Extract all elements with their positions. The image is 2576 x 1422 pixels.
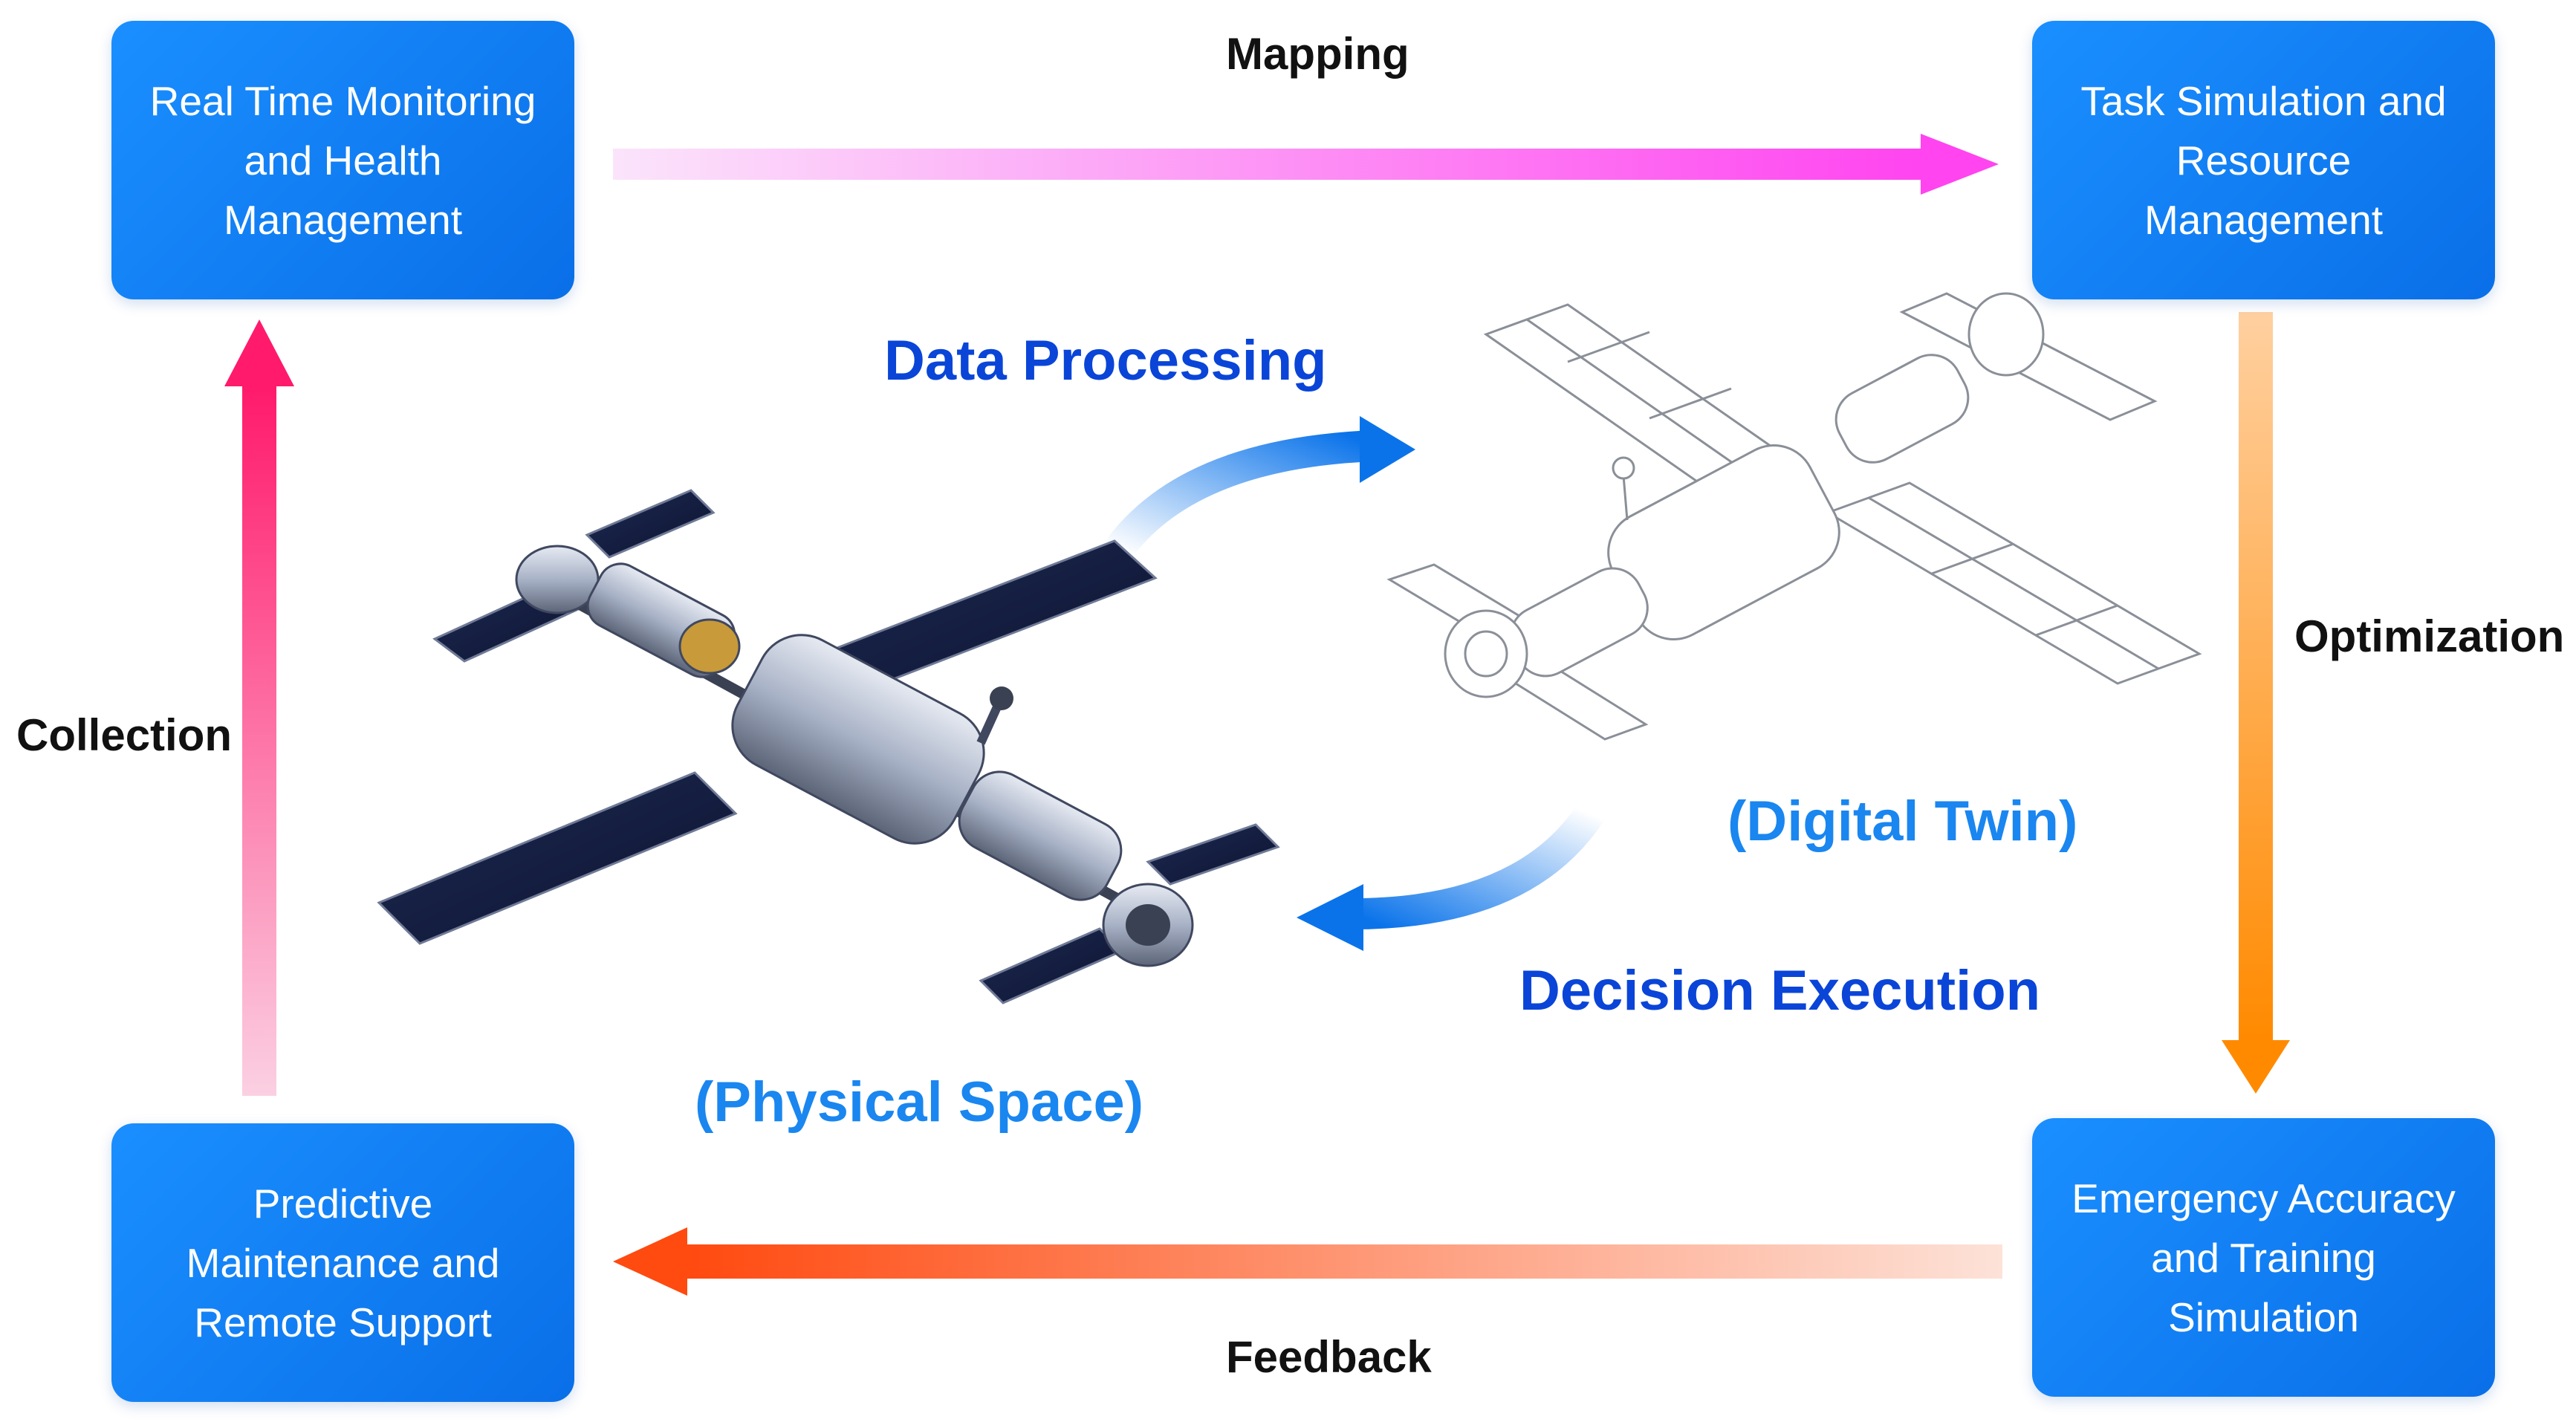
- feedback-label: Feedback: [1226, 1332, 1432, 1382]
- mapping-label: Mapping: [1226, 29, 1409, 79]
- collection-arrow: [224, 319, 294, 1096]
- collection-label: Collection: [16, 710, 233, 760]
- predictive-maintenance-box: Predictive Maintenance and Remote Suppor…: [111, 1123, 574, 1402]
- physical-space-label: (Physical Space): [695, 1071, 1144, 1134]
- digital-twin-station-image: [1386, 292, 2202, 741]
- data-processing-arrow: [1103, 416, 1415, 565]
- physical-space-station-image: [377, 489, 1280, 1004]
- emergency-accuracy-box: Emergency Accuracy and Training Simulati…: [2032, 1118, 2495, 1397]
- task-simulation-box: Task Simulation and Resource Management: [2032, 21, 2495, 299]
- optimization-label: Optimization: [2294, 611, 2565, 661]
- emergency-accuracy-label: Emergency Accuracy and Training Simulati…: [2071, 1175, 2456, 1340]
- feedback-arrow: [613, 1227, 2002, 1296]
- decision-execution-label: Decision Execution: [1519, 959, 2041, 1022]
- data-processing-label: Data Processing: [884, 329, 1327, 392]
- real-time-monitoring-box: Real Time Monitoring and Health Manageme…: [111, 21, 574, 299]
- task-simulation-label: Task Simulation and Resource Management: [2080, 77, 2447, 243]
- real-time-monitoring-label: Real Time Monitoring and Health Manageme…: [149, 77, 536, 243]
- decision-execution-arrow: [1297, 798, 1606, 951]
- optimization-arrow: [2222, 312, 2290, 1094]
- digital-twin-label: (Digital Twin): [1727, 790, 2078, 853]
- predictive-maintenance-label: Predictive Maintenance and Remote Suppor…: [186, 1180, 500, 1345]
- mapping-arrow: [613, 134, 1999, 195]
